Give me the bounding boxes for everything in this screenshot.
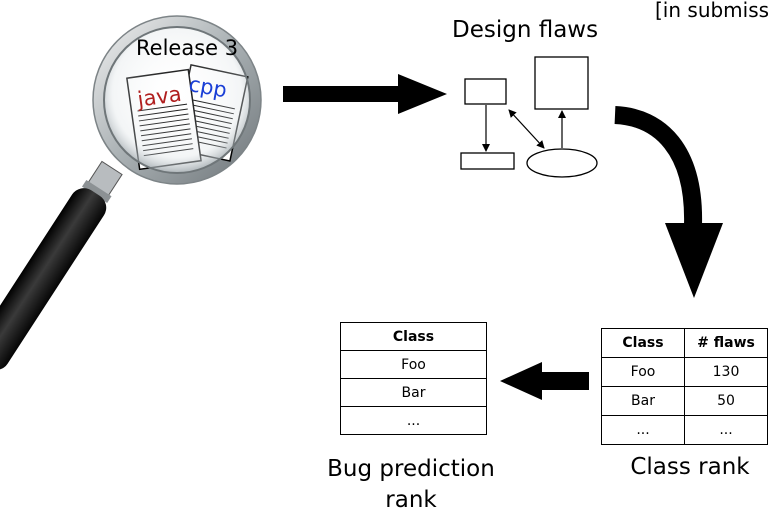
design-flaws-title: Design flaws xyxy=(452,17,599,43)
table-cell: Bar xyxy=(340,378,487,407)
design-flaws-diagram xyxy=(460,56,598,178)
magnifying-glass-icon xyxy=(0,15,262,371)
table-header: Class xyxy=(601,328,685,358)
source-file-badges: java cpp xyxy=(135,72,229,112)
release-title: Release 3 xyxy=(136,36,239,60)
arrow-left-icon xyxy=(500,362,589,400)
table-cell: ... xyxy=(684,415,768,445)
table-cell: 130 xyxy=(684,357,768,387)
curved-arrow-down-icon xyxy=(614,106,723,298)
arrow-right-icon xyxy=(283,74,447,114)
cpp-badge: cpp xyxy=(187,72,229,102)
table-cell: ... xyxy=(340,406,487,435)
class-rank-caption: Class rank xyxy=(630,454,750,480)
table-cell: Foo xyxy=(601,357,685,387)
table-header: # flaws xyxy=(684,328,768,358)
class-box-b xyxy=(534,56,589,110)
table-cell: Foo xyxy=(340,350,487,379)
table-cell: ... xyxy=(601,415,685,445)
bug-prediction-table: Class Foo Bar ... xyxy=(340,322,487,435)
table-cell: Bar xyxy=(601,386,685,416)
dependency-arrow xyxy=(508,109,545,149)
class-box-c xyxy=(460,152,515,170)
table-header: Class xyxy=(340,322,487,351)
class-rank-table: Class # flaws Foo 130 Bar 50 ... ... xyxy=(601,328,768,445)
java-badge: java xyxy=(135,82,183,112)
class-box-a xyxy=(464,78,507,105)
bug-prediction-caption: Bug prediction rank xyxy=(327,456,495,513)
submission-note: [in submiss xyxy=(655,0,770,22)
class-ellipse xyxy=(526,148,598,178)
table-cell: 50 xyxy=(684,386,768,416)
